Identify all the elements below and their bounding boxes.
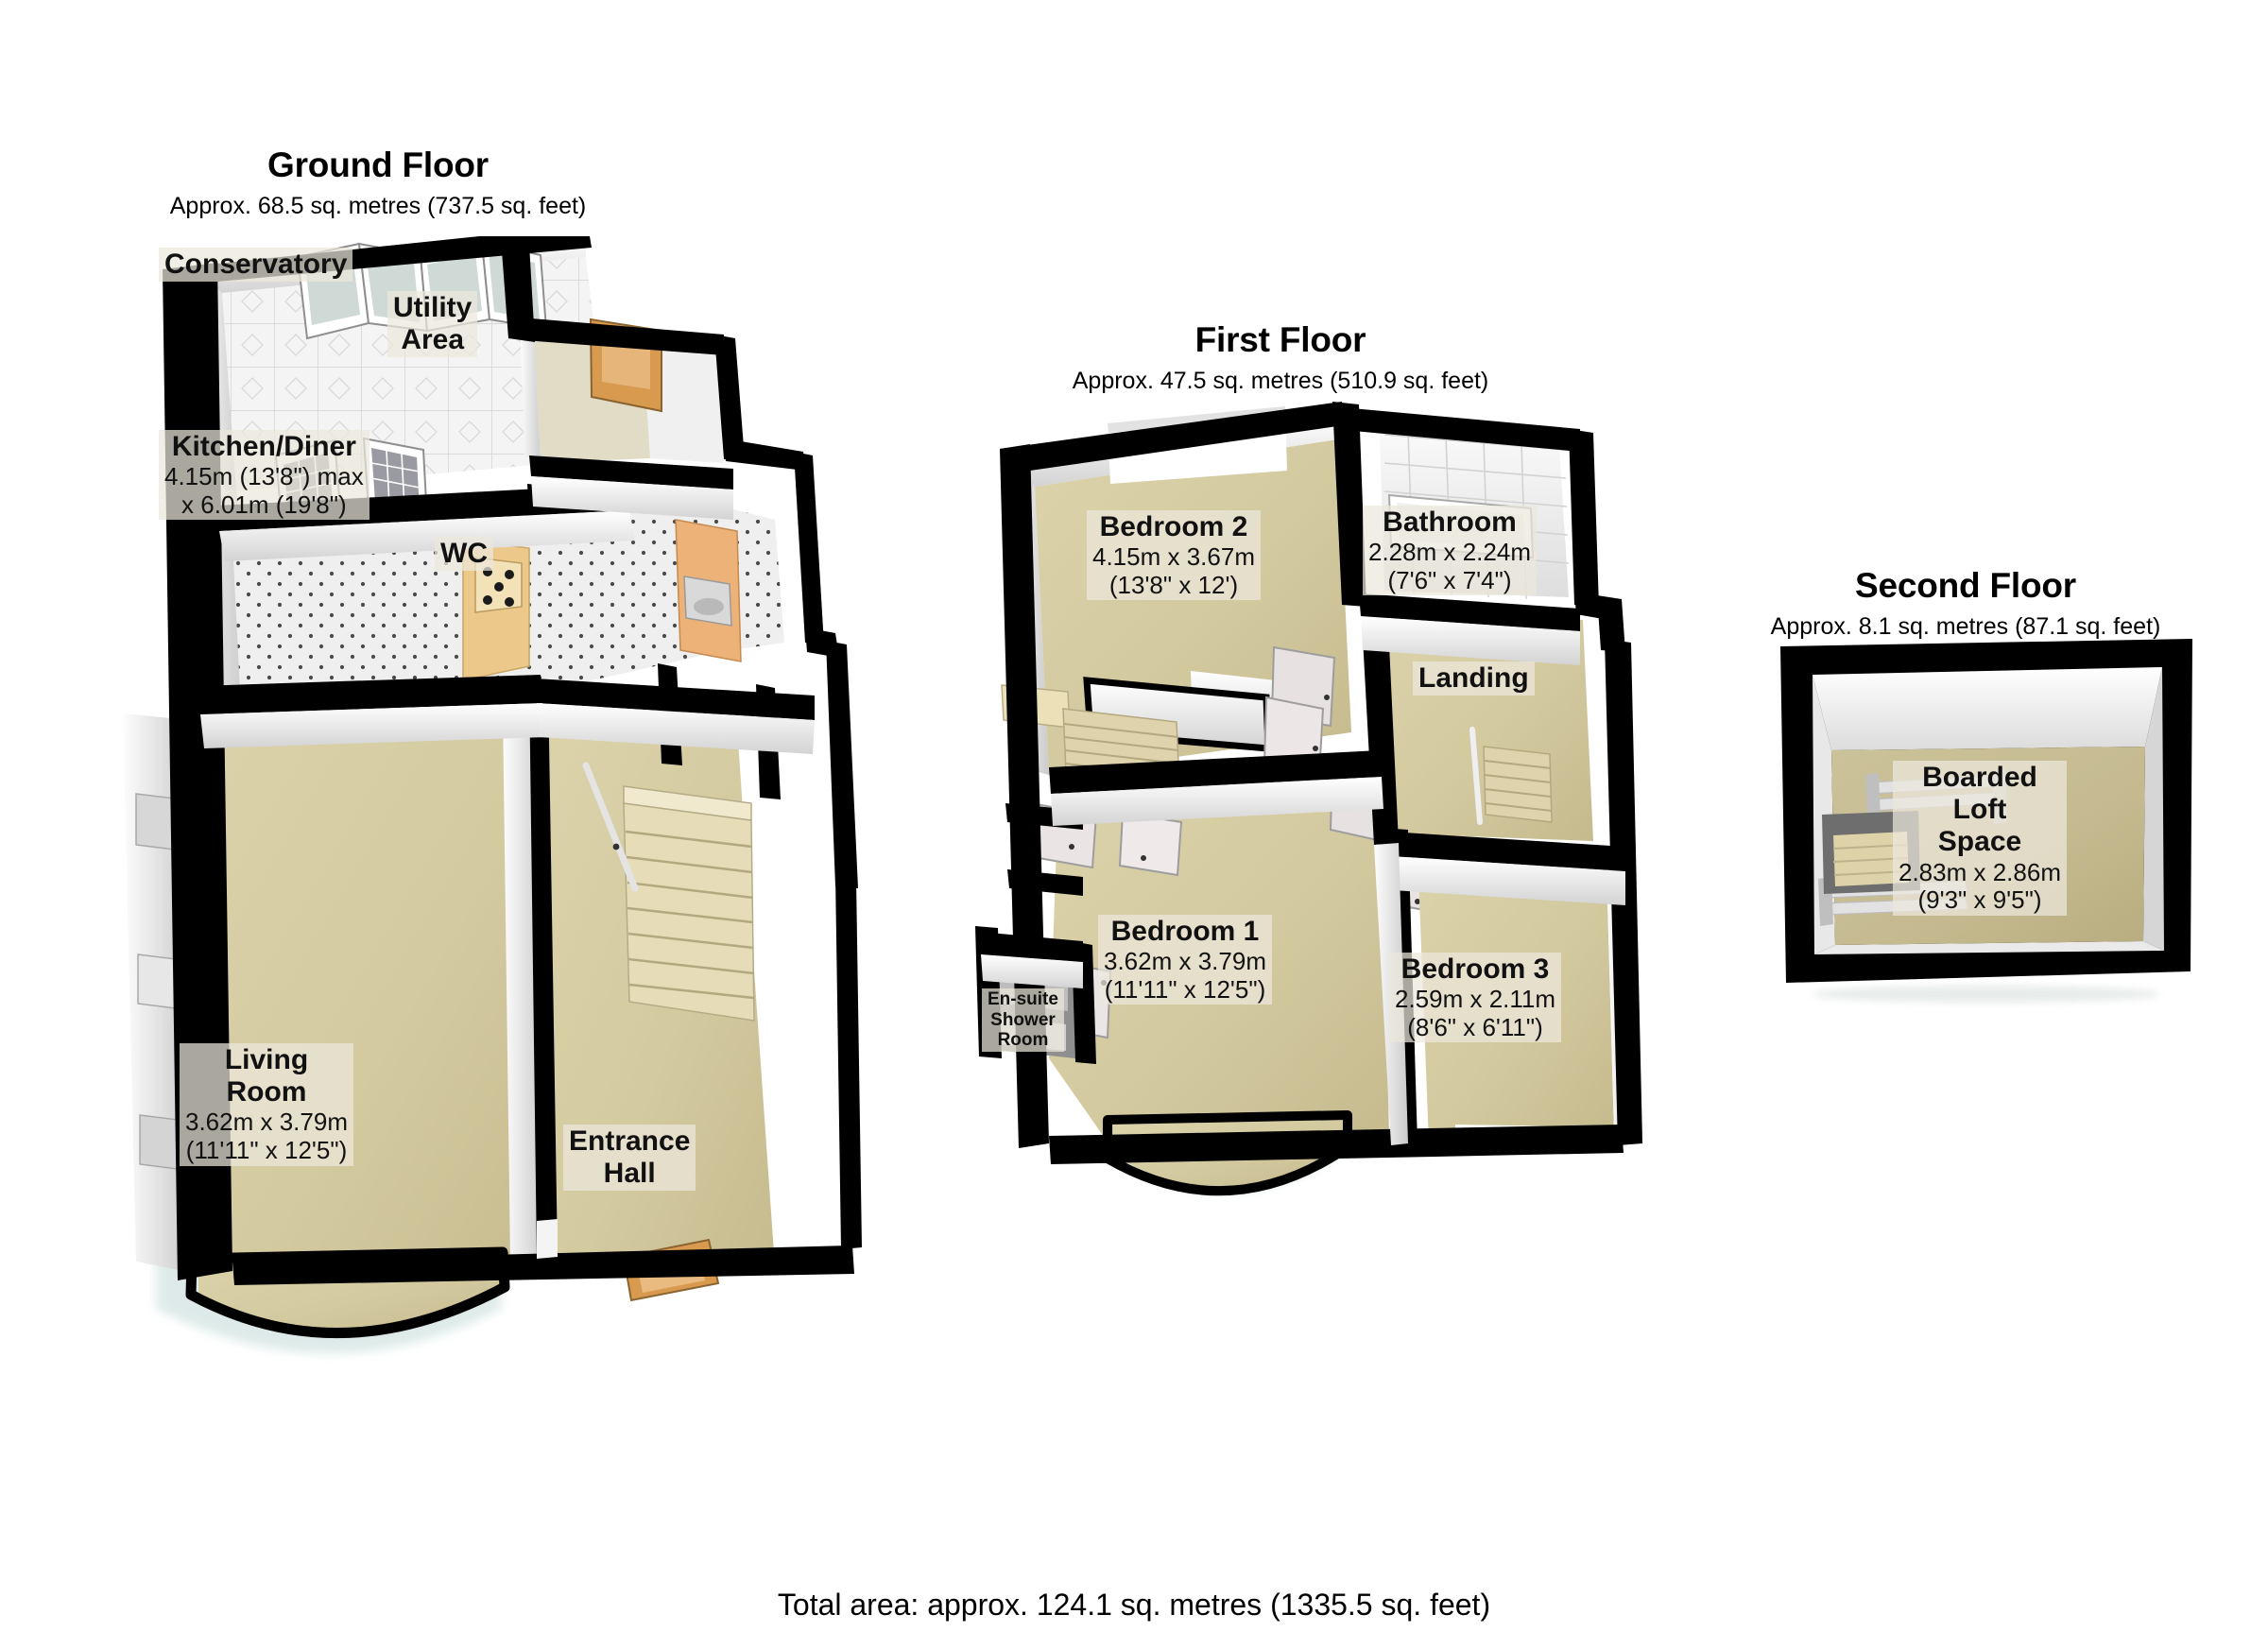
en-suite-label-line3: Room	[997, 1030, 1049, 1051]
bathroom-label: Bathroom	[1383, 507, 1517, 538]
bedroom-1-label: Bedroom 1	[1110, 916, 1260, 947]
ground-staircase	[582, 762, 755, 1022]
room-label-bedroom-1: Bedroom 1 3.62m x 3.79m (11'11" x 12'5")	[1098, 915, 1272, 1005]
living-room-floor	[170, 701, 541, 1332]
total-area-text: Total area: approx. 124.1 sq. metres (13…	[777, 1588, 1491, 1622]
room-label-living-room: Living Room 3.62m x 3.79m (11'11" x 12'5…	[180, 1043, 353, 1166]
loft-dim-m: 2.83m x 2.86m	[1899, 857, 2061, 886]
first-floor-internal-walls	[975, 402, 1642, 1164]
room-label-bathroom: Bathroom 2.28m x 2.24m (7'6" x 7'4")	[1363, 506, 1537, 596]
bedroom-2-dim-ft: (13'8" x 12')	[1108, 570, 1239, 599]
entrance-hall-label-line1: Entrance	[569, 1125, 691, 1157]
en-suite-label-line2: Shower	[990, 1009, 1056, 1030]
room-label-kitchen-diner: Kitchen/Diner 4.15m (13'8") max x 6.01m …	[159, 430, 369, 521]
living-room-dim-m: 3.62m x 3.79m	[185, 1108, 348, 1137]
utility-area-label-line1: Utility	[393, 292, 472, 323]
loft-label-line2: Loft	[1952, 794, 2007, 826]
room-label-wc: WC	[435, 537, 493, 572]
first-floor-title: First Floor	[1194, 320, 1366, 359]
loft-label-line1: Boarded	[1922, 762, 2037, 793]
bedroom-2-label: Bedroom 2	[1099, 511, 1248, 542]
room-label-bedroom-3: Bedroom 3 2.59m x 2.11m (8'6" x 6'11")	[1389, 953, 1562, 1043]
landing-label: Landing	[1418, 662, 1529, 694]
loft-label-line3: Space	[1937, 826, 2022, 858]
second-floor-title: Second Floor	[1855, 566, 2076, 605]
kitchen-island-hob	[462, 540, 530, 681]
room-label-entrance-hall: Entrance Hall	[563, 1125, 696, 1192]
living-room-label-line1: Living	[224, 1044, 309, 1075]
bedroom-3-dim-m: 2.59m x 2.11m	[1395, 985, 1556, 1014]
conservatory-label: Conservatory	[164, 249, 348, 280]
room-label-landing: Landing	[1413, 661, 1535, 696]
bedroom-3-dim-ft: (8'6" x 6'11")	[1407, 1012, 1543, 1041]
bedroom-1-dim-m: 3.62m x 3.79m	[1104, 947, 1266, 976]
loft-dim-ft: (9'3" x 9'5")	[1917, 885, 2042, 915]
ground-floor-title: Ground Floor	[267, 146, 489, 184]
ground-floor-plan	[57, 236, 907, 1370]
bedroom-3-label: Bedroom 3	[1400, 953, 1550, 985]
second-floor-heading: Second Floor Approx. 8.1 sq. metres (87.…	[1744, 566, 2188, 641]
wc-label: WC	[440, 538, 488, 569]
living-room-dim-ft: (11'11" x 12'5")	[185, 1136, 348, 1164]
second-floor-area: Approx. 8.1 sq. metres (87.1 sq. feet)	[1770, 612, 2161, 640]
room-label-bedroom-2: Bedroom 2 4.15m x 3.67m (13'8" x 12')	[1087, 510, 1261, 601]
utility-area-label-line2: Area	[401, 324, 465, 356]
kitchen-diner-dim-m: 4.15m (13'8") max	[164, 462, 364, 491]
ground-floor-area: Approx. 68.5 sq. metres (737.5 sq. feet)	[169, 192, 587, 219]
room-label-utility-area: Utility Area	[387, 291, 478, 358]
kitchen-diner-label: Kitchen/Diner	[171, 431, 356, 462]
first-floor-heading: First Floor Approx. 47.5 sq. metres (510…	[1016, 320, 1545, 395]
first-floor-area: Approx. 47.5 sq. metres (510.9 sq. feet)	[1072, 367, 1489, 394]
kitchen-units	[675, 519, 742, 662]
first-floor-staircase	[1469, 727, 1553, 825]
bedroom-2-dim-m: 4.15m x 3.67m	[1092, 542, 1255, 572]
ground-floor-wall-faces	[200, 476, 815, 1259]
entrance-hall-label-line2: Hall	[603, 1158, 656, 1190]
en-suite-label-line1: En-suite	[988, 989, 1058, 1009]
kitchen-diner-dim-ft: x 6.01m (19'8")	[181, 490, 347, 519]
ground-floor-heading: Ground Floor Approx. 68.5 sq. metres (73…	[113, 146, 643, 220]
bedroom-1-dim-ft: (11'11" x 12'5")	[1104, 974, 1266, 1004]
room-label-en-suite: En-suite Shower Room	[982, 988, 1064, 1052]
living-room-label-line2: Room	[226, 1076, 307, 1108]
bathroom-dim-m: 2.28m x 2.24m	[1368, 538, 1531, 567]
bathroom-dim-ft: (7'6" x 7'4")	[1387, 565, 1512, 594]
room-label-conservatory: Conservatory	[159, 248, 353, 283]
first-floor-plan	[907, 397, 1692, 1247]
room-label-boarded-loft-space: Boarded Loft Space 2.83m x 2.86m (9'3" x…	[1893, 761, 2067, 916]
